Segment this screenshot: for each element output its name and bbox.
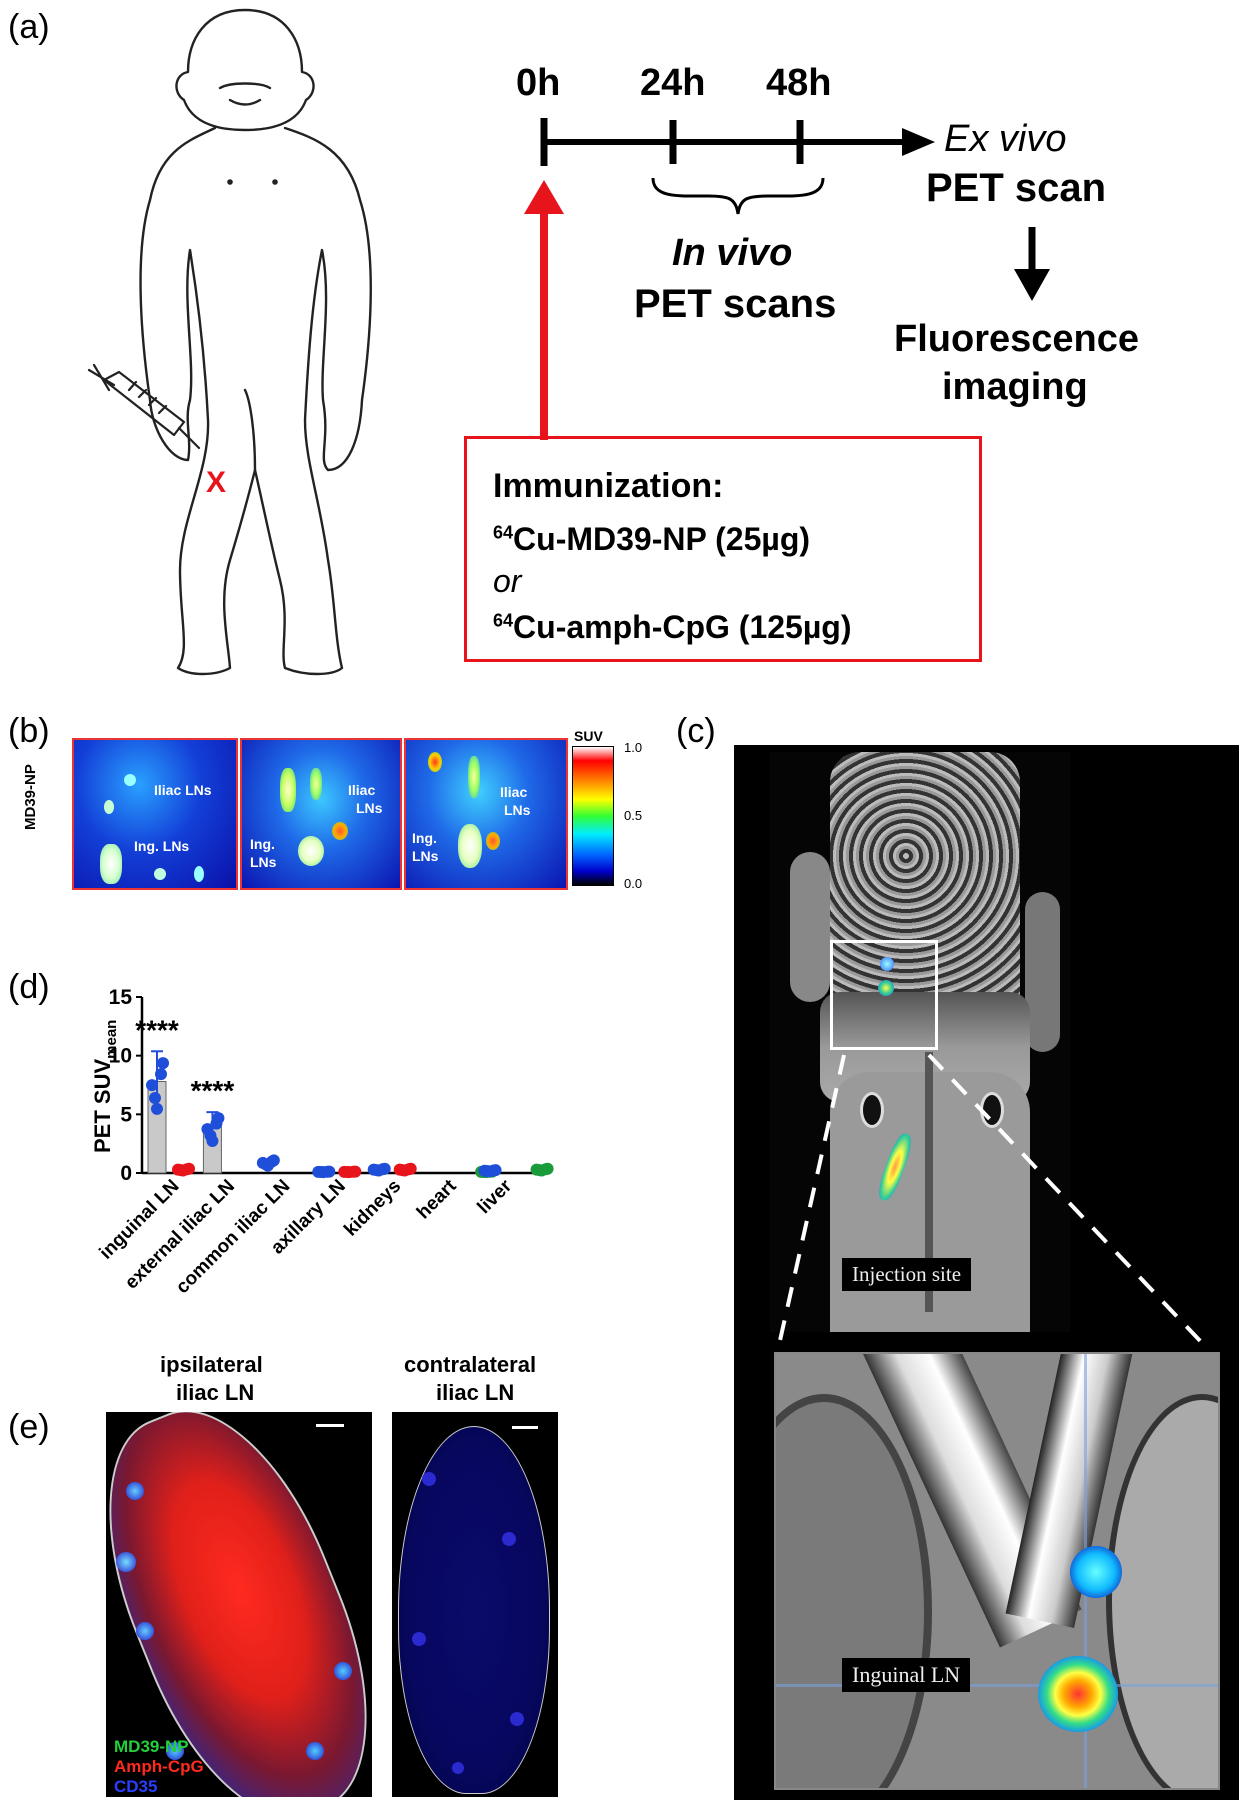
data-point bbox=[398, 1164, 411, 1177]
md39-row-label: MD39-NP bbox=[22, 764, 39, 830]
frame3-ing-lns: LNs bbox=[412, 848, 439, 864]
y-tick-label: 15 bbox=[109, 986, 133, 1009]
frame2-iliac-lns: LNs bbox=[356, 800, 383, 816]
immunization-md39: Cu-MD39-NP (25µg) bbox=[513, 521, 811, 557]
x-tick-label: heart bbox=[413, 1175, 461, 1223]
isotope-superscript-1: 64 bbox=[493, 522, 514, 543]
immunization-box: Immunization: 64Cu-MD39-NP (25µg) or 64C… bbox=[464, 436, 982, 662]
x-tick-label: liver bbox=[474, 1175, 517, 1218]
immunization-or: or bbox=[493, 563, 522, 599]
data-point bbox=[206, 1134, 219, 1147]
data-point bbox=[149, 1091, 161, 1104]
data-point bbox=[483, 1165, 496, 1178]
contralateral-section-image bbox=[392, 1412, 558, 1797]
suv-colorbar bbox=[572, 746, 614, 886]
data-point bbox=[343, 1166, 356, 1179]
y-axis-label-subscript: mean bbox=[103, 1020, 120, 1059]
pet-scans-label: PET scans bbox=[634, 282, 837, 326]
zoom-guide-lines bbox=[777, 1053, 1206, 1345]
brace bbox=[651, 177, 825, 215]
frame1-iliac-label: Iliac LNs bbox=[154, 782, 212, 798]
panel-d-label: (d) bbox=[8, 968, 50, 1006]
data-point bbox=[212, 1112, 225, 1125]
ex-vivo-label: Ex vivo bbox=[944, 118, 1067, 160]
legend-cd35: CD35 bbox=[114, 1777, 158, 1796]
legend-amph-cpg: Amph-CpG bbox=[114, 1757, 204, 1776]
mri-zoom-inset bbox=[774, 1352, 1220, 1790]
data-point bbox=[372, 1164, 385, 1177]
frame2-iliac-label: Iliac bbox=[348, 782, 376, 798]
data-point bbox=[146, 1079, 158, 1092]
frame2-ing-label: Ing. bbox=[250, 836, 275, 852]
significance-annotation: **** bbox=[135, 1014, 179, 1045]
injection-site-label: Injection site bbox=[842, 1258, 972, 1291]
significance-annotation: **** bbox=[191, 1075, 235, 1106]
immunization-cpg: Cu-amph-CpG (125µg) bbox=[513, 609, 852, 645]
immunization-heading: Immunization: bbox=[493, 467, 724, 505]
legend-md39: MD39-NP bbox=[114, 1737, 189, 1756]
y-tick-label: 5 bbox=[120, 1103, 132, 1126]
fluorescence-label: Fluorescence bbox=[894, 318, 1139, 360]
zoom-region-box bbox=[830, 940, 938, 1050]
data-point bbox=[261, 1159, 274, 1172]
timeline-arrow bbox=[540, 118, 935, 166]
contralateral-title-2: iliac LN bbox=[436, 1380, 515, 1405]
timepoint-48h: 48h bbox=[766, 62, 832, 104]
inguinal-ln-label: Inguinal LN bbox=[842, 1658, 971, 1692]
pet-frame-3: Iliac LNs Ing. LNs bbox=[404, 738, 568, 890]
timepoint-24h: 24h bbox=[640, 62, 706, 104]
red-arrow bbox=[524, 180, 564, 440]
panel-c-label: (c) bbox=[676, 712, 716, 750]
down-arrow bbox=[1014, 227, 1050, 301]
pet-frame-1: Iliac LNs Ing. LNs bbox=[72, 738, 238, 890]
syringe-icon bbox=[87, 363, 201, 450]
y-tick-label: 0 bbox=[120, 1162, 132, 1185]
mri-body-scan bbox=[770, 752, 1070, 1332]
frame3-ing-label: Ing. bbox=[412, 830, 437, 846]
monkey-figure bbox=[139, 8, 372, 676]
ipsilateral-title: ipsilateral bbox=[160, 1352, 263, 1377]
pet-frame-2: Iliac LNs Ing. LNs bbox=[240, 738, 402, 890]
immunization-line-1: 64Cu-MD39-NP (25µg) bbox=[493, 521, 810, 558]
data-point bbox=[317, 1166, 330, 1179]
pet-scan-label: PET scan bbox=[926, 166, 1107, 210]
contralateral-title: contralateral bbox=[404, 1352, 537, 1377]
frame3-iliac-lns: LNs bbox=[504, 802, 531, 818]
colorbar-title: SUV bbox=[574, 728, 603, 744]
y-axis-label: PET SUVmean bbox=[90, 1020, 120, 1153]
data-point bbox=[177, 1164, 189, 1177]
ipsilateral-section-image: MD39-NP Amph-CpG CD35 bbox=[106, 1412, 372, 1797]
panel-a-label: (a) bbox=[8, 8, 50, 46]
panel-e-label: (e) bbox=[8, 1408, 50, 1446]
colorbar-tick-top: 1.0 bbox=[624, 740, 643, 755]
immunization-line-2: 64Cu-amph-CpG (125µg) bbox=[493, 609, 851, 646]
data-point bbox=[151, 1102, 163, 1115]
x-tick-label: kidneys bbox=[340, 1176, 405, 1241]
frame1-ing-label: Ing. LNs bbox=[134, 838, 190, 854]
ipsilateral-title-2: iliac LN bbox=[176, 1380, 255, 1405]
y-tick-label: 10 bbox=[109, 1045, 132, 1068]
isotope-superscript-2: 64 bbox=[493, 610, 514, 631]
injection-mark: X bbox=[206, 466, 227, 499]
frame2-ing-lns: LNs bbox=[250, 854, 277, 870]
colorbar-tick-mid: 0.5 bbox=[624, 808, 643, 823]
data-point bbox=[155, 1068, 167, 1081]
colorbar-tick-bottom: 0.0 bbox=[624, 876, 643, 891]
data-point bbox=[535, 1164, 548, 1177]
data-point bbox=[157, 1057, 169, 1070]
in-vivo-label: In vivo bbox=[672, 232, 793, 274]
imaging-label: imaging bbox=[942, 366, 1088, 408]
panel-b-label: (b) bbox=[8, 712, 50, 750]
timepoint-0h: 0h bbox=[516, 62, 561, 104]
frame3-iliac-label: Iliac bbox=[500, 784, 528, 800]
